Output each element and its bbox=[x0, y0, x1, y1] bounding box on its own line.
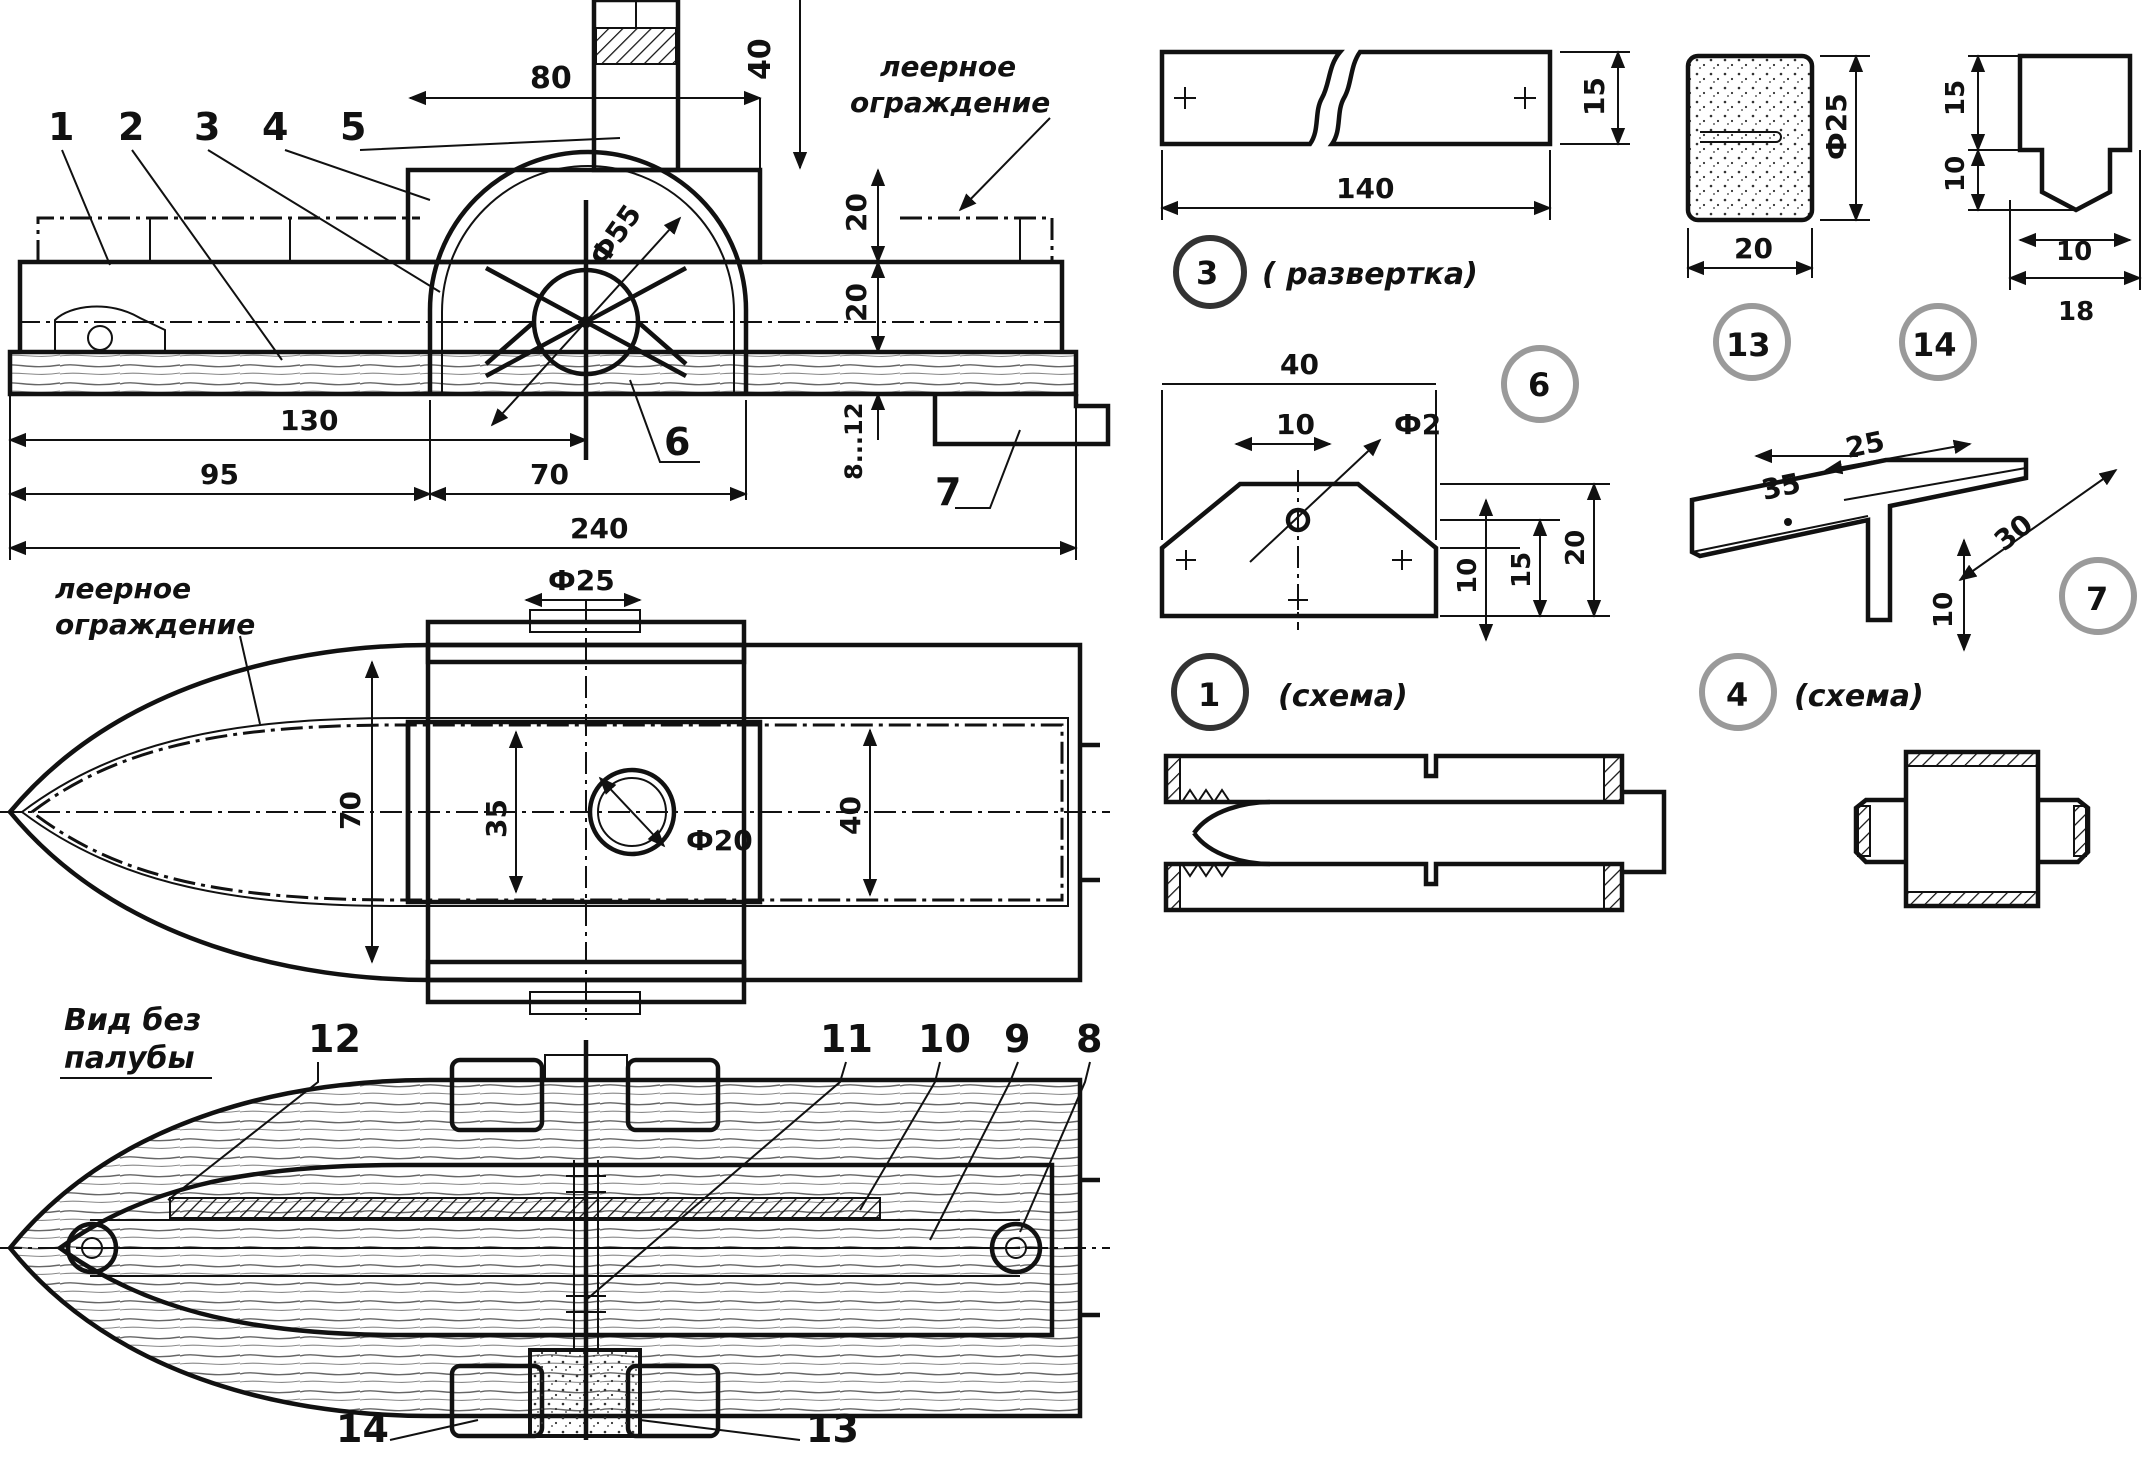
d6-dim-40: 40 bbox=[1280, 348, 1319, 381]
dim-70: 70 bbox=[530, 458, 569, 491]
d7-dim-25: 25 bbox=[1843, 424, 1888, 464]
dim-20-upper: 20 bbox=[840, 193, 873, 232]
railing-label-line1: леерное bbox=[880, 50, 1016, 83]
detail-6: 40 10 Ф2 10 15 20 6 bbox=[1159, 345, 1610, 642]
d14-dim-10-vertical: 10 bbox=[1941, 156, 1971, 192]
callout-1: 1 bbox=[48, 105, 74, 149]
d4-number: 4 bbox=[1726, 676, 1748, 714]
hull-body bbox=[17, 259, 1065, 352]
rubber-motor-hook bbox=[54, 305, 166, 353]
callout-4: 4 bbox=[262, 105, 288, 149]
callout-12: 12 bbox=[308, 1017, 361, 1061]
d13-dim-phi25: Ф25 bbox=[1820, 93, 1853, 160]
paddle-wheel bbox=[484, 200, 688, 460]
detail-3: 15 140 3 ( развертка) bbox=[1159, 49, 1630, 309]
railing-top-label-line1: леерное bbox=[55, 572, 191, 605]
d7-number: 7 bbox=[2086, 580, 2108, 618]
dim-40-top: 40 bbox=[834, 796, 867, 835]
callout-3: 3 bbox=[194, 105, 220, 149]
railing-top bbox=[29, 723, 1064, 902]
railing-top-label-line2: ограждение bbox=[55, 608, 255, 641]
d3-number: 3 bbox=[1196, 254, 1218, 292]
callout-13: 13 bbox=[806, 1407, 859, 1451]
dim-8-12: 8...12 bbox=[840, 403, 868, 480]
dim-95: 95 bbox=[200, 458, 239, 491]
callout-8: 8 bbox=[1076, 1017, 1102, 1061]
d14-dim-18: 18 bbox=[2058, 297, 2094, 327]
d13-dim-20: 20 bbox=[1734, 232, 1773, 265]
d6-dim-15: 15 bbox=[1507, 552, 1537, 588]
d14-dim-10-horizontal: 10 bbox=[2056, 237, 2092, 267]
railing-side bbox=[36, 216, 1054, 262]
d7-dim-10: 10 bbox=[1929, 592, 1959, 628]
chimney bbox=[591, 0, 681, 173]
dim-130: 130 bbox=[280, 404, 338, 437]
bottom-view: Вид без палубы 12 11 10 9 8 14 13 bbox=[0, 1003, 1110, 1451]
paddle-box bbox=[427, 149, 749, 394]
d3-caption: ( развертка) bbox=[1262, 257, 1478, 292]
d6-dim-phi2: Ф2 bbox=[1394, 408, 1441, 441]
callout-2: 2 bbox=[118, 105, 144, 149]
d3-dim-140: 140 bbox=[1336, 172, 1394, 205]
dim-80: 80 bbox=[530, 61, 572, 96]
d14-number: 14 bbox=[1912, 326, 1957, 364]
detail-14: 15 10 10 18 14 bbox=[1899, 53, 2142, 381]
top-view: Ф25 70 35 Ф20 40 леерное ограждение bbox=[0, 564, 1110, 1020]
hull-board bbox=[7, 349, 1079, 397]
detail-13: Ф25 20 13 bbox=[1685, 53, 1870, 381]
railing-label-line2: ограждение bbox=[850, 86, 1050, 119]
callout-6: 6 bbox=[664, 420, 690, 464]
d6-dim-10: 10 bbox=[1276, 408, 1315, 441]
callout-11: 11 bbox=[820, 1017, 873, 1061]
callout-5: 5 bbox=[340, 105, 366, 149]
d13-number: 13 bbox=[1726, 326, 1771, 364]
d6-number: 6 bbox=[1528, 366, 1550, 404]
dim-70-top: 70 bbox=[334, 791, 367, 830]
bottom-view-title-line2: палубы bbox=[64, 1041, 195, 1076]
d4-caption: (схема) bbox=[1794, 679, 1924, 714]
d14-dim-15: 15 bbox=[1941, 80, 1971, 116]
d3-dim-15: 15 bbox=[1578, 77, 1611, 116]
detail-4: 4 (схема) bbox=[1699, 653, 2091, 909]
d1-number: 1 bbox=[1198, 676, 1220, 714]
callout-10: 10 bbox=[918, 1017, 971, 1061]
callout-9: 9 bbox=[1004, 1017, 1030, 1061]
d7-dim-30: 30 bbox=[1988, 508, 2039, 558]
dim-35-top: 35 bbox=[480, 799, 513, 838]
d7-dim-35: 35 bbox=[1759, 466, 1804, 506]
side-view: 1 2 3 4 5 6 7 80 40 20 20 8...12 Ф55 130… bbox=[7, 0, 1111, 560]
dim-phi20-top: Ф20 bbox=[686, 824, 753, 857]
d1-caption: (схема) bbox=[1278, 679, 1408, 714]
d6-dim-10-vertical: 10 bbox=[1453, 558, 1483, 594]
dim-phi25-top: Ф25 bbox=[548, 564, 615, 597]
dim-20-lower: 20 bbox=[840, 283, 873, 322]
d6-dim-20: 20 bbox=[1561, 530, 1591, 566]
part-7-bracket bbox=[932, 394, 1111, 447]
dim-40: 40 bbox=[743, 38, 778, 80]
bottom-view-title-line1: Вид без bbox=[64, 1003, 201, 1038]
detail-1: 1 (схема) bbox=[1163, 653, 1667, 913]
dim-240: 240 bbox=[570, 512, 628, 545]
callout-7: 7 bbox=[935, 470, 961, 514]
detail-7: 35 25 30 10 7 bbox=[1689, 424, 2137, 652]
callout-14: 14 bbox=[336, 1407, 389, 1451]
